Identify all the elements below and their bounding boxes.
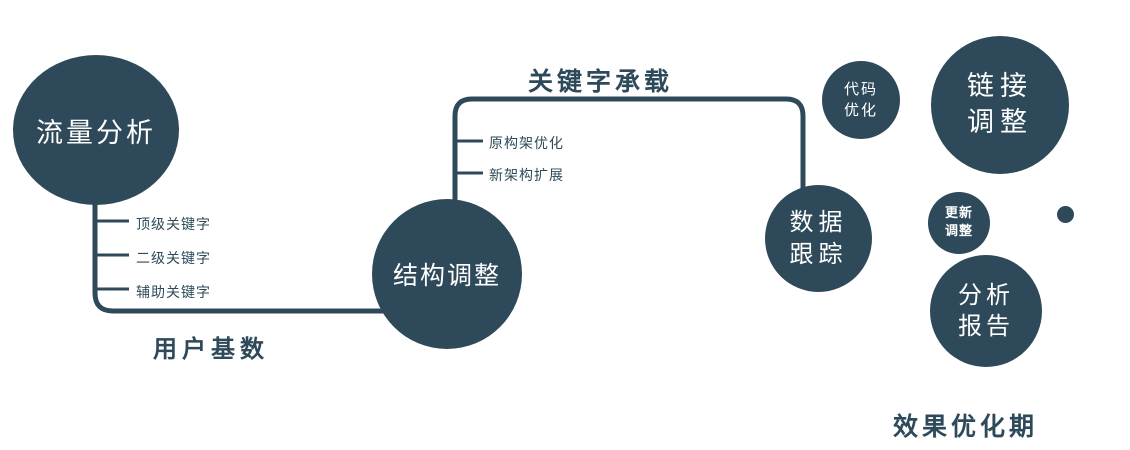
branch-label-top-keywords: 顶级关键字: [136, 217, 211, 233]
node-data-tracking-line2: 跟踪: [789, 239, 848, 268]
node-structure-adjustment-label: 结构调整: [392, 261, 501, 290]
edge-label-keyword-load: 关键字承载: [528, 67, 674, 96]
node-analysis-report-line2: 报告: [958, 312, 1014, 340]
node-data-tracking-line1: 数据: [789, 208, 848, 237]
node-code-optimization-line1: 代码: [843, 80, 878, 98]
branch-label-secondary-keywords: 二级关键字: [136, 251, 211, 267]
branch-label-auxiliary-keywords: 辅助关键字: [136, 285, 211, 301]
node-structure-adjustment: 结构调整: [372, 199, 522, 349]
node-analysis-report-line1: 分析: [958, 280, 1014, 309]
node-link-adjustment-line1: 链接: [967, 70, 1033, 102]
footer-phase-label: 效果优化期: [893, 412, 1039, 441]
branch-label-original-architecture-optimization: 原构架优化: [489, 136, 564, 152]
branch-label-new-architecture-expansion: 新架构扩展: [489, 168, 564, 184]
node-update-adjustment-line1: 更新: [944, 206, 973, 222]
node-update-adjustment: 更新 调整: [928, 192, 990, 254]
node-update-adjustment-line2: 调整: [944, 224, 973, 239]
node-code-optimization: 代码 优化: [822, 61, 900, 139]
edge-traffic-to-structure: [92, 185, 440, 314]
node-code-optimization-line2: 优化: [843, 101, 878, 119]
node-link-adjustment: 链接 调整: [931, 36, 1069, 174]
edge-label-user-base: 用户基数: [153, 335, 269, 363]
node-link-adjustment-line2: 调整: [967, 107, 1033, 138]
node-analysis-report: 分析 报告: [930, 255, 1042, 367]
node-traffic-analysis: 流量分析: [13, 55, 179, 205]
edge-structure-to-tracking: [452, 96, 806, 215]
node-traffic-analysis-label: 流量分析: [36, 117, 156, 149]
node-data-tracking: 数据 跟踪: [765, 185, 872, 292]
bullet-dot: [1057, 206, 1074, 223]
